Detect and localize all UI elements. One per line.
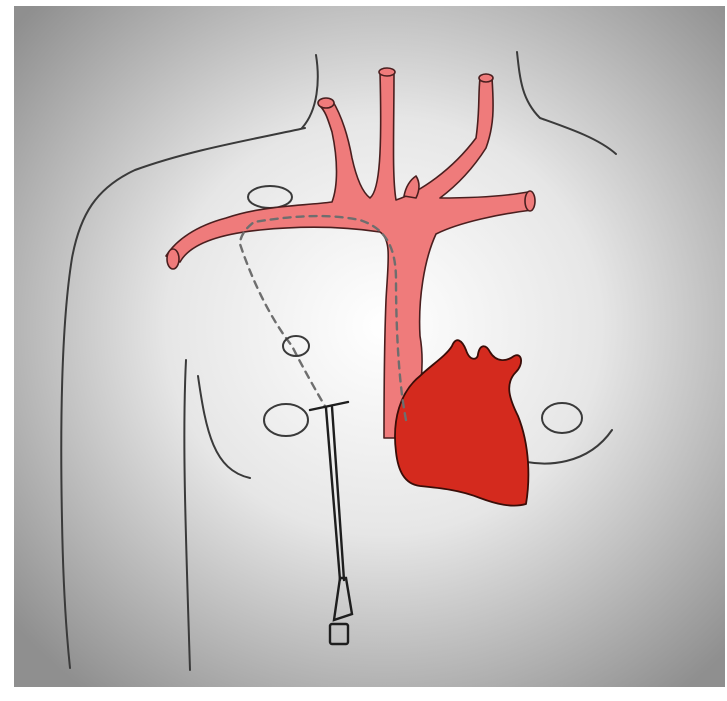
vessel-stump-top-right [479,74,493,82]
vessel-stump-left [167,249,179,269]
vessel-stump-top-left [318,98,334,108]
background-panel [14,6,725,687]
vessel-stump-top-center [379,68,395,76]
vessel-stump-right [525,191,535,211]
